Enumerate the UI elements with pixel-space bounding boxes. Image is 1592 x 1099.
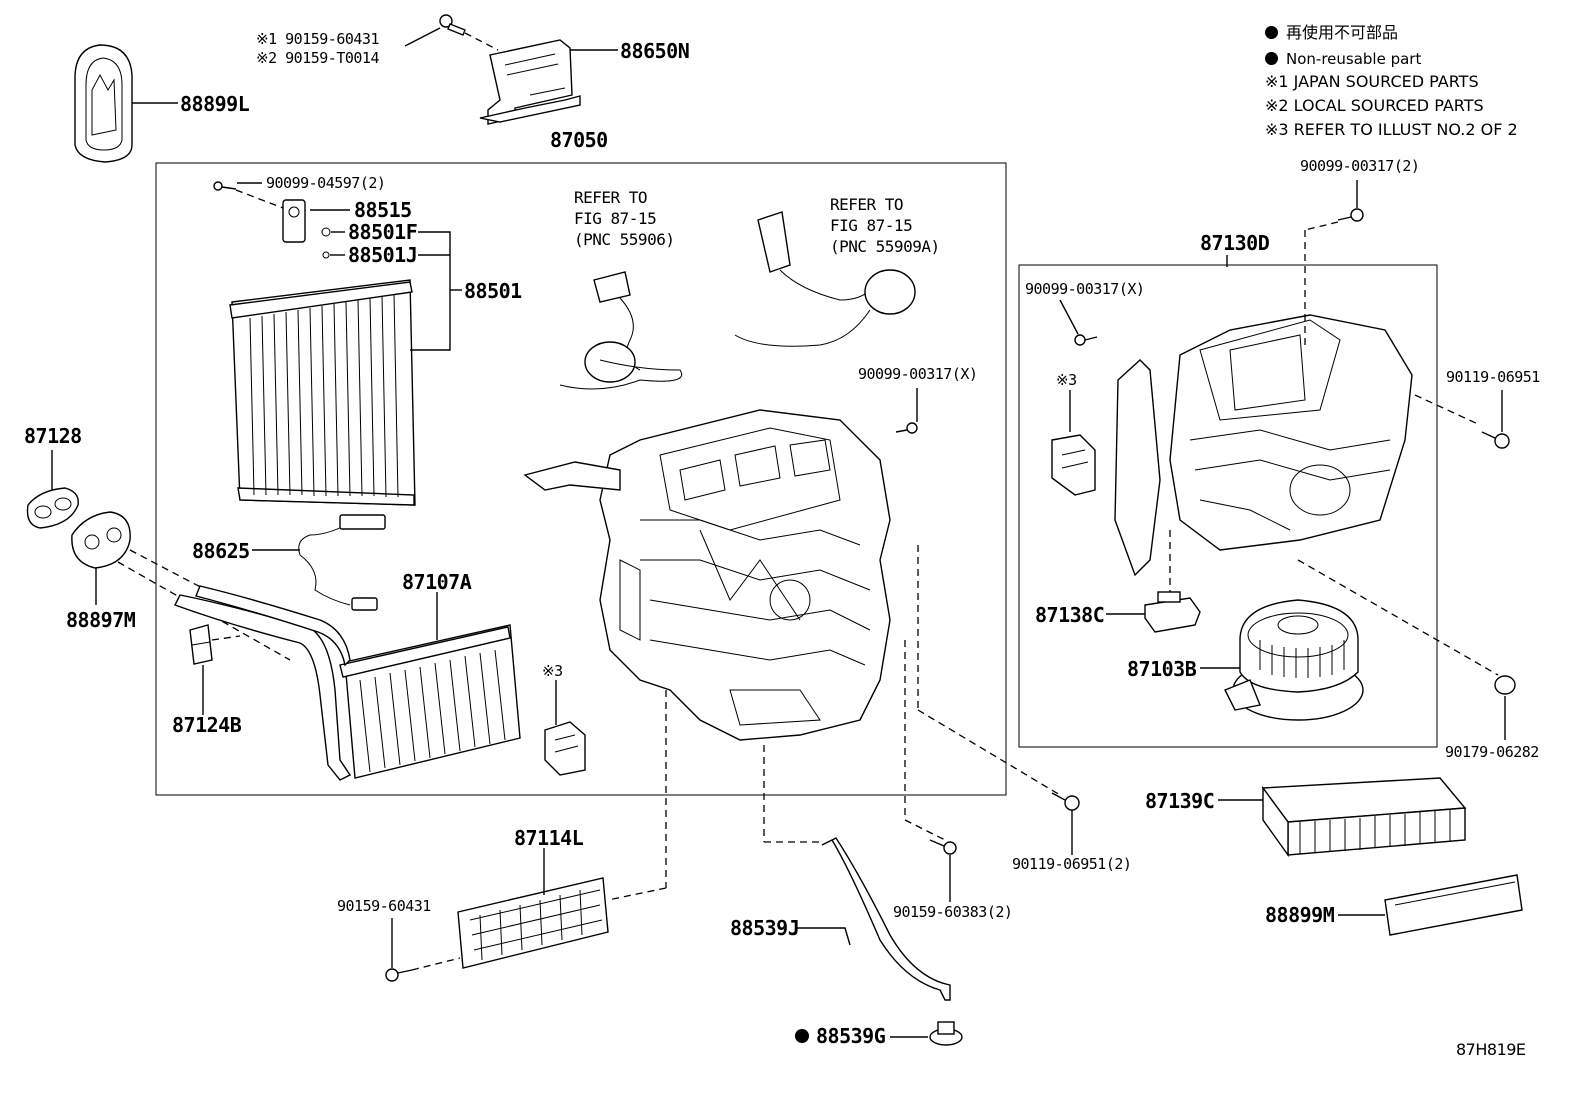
bolt-90099-04597-part: [213, 181, 237, 191]
part-label-88501[interactable]: 88501: [464, 279, 522, 303]
part-label-88539G[interactable]: 88539G: [816, 1024, 886, 1048]
part-label-87114L[interactable]: 87114L: [514, 826, 584, 850]
plug-88539G-part: [929, 1021, 963, 1046]
part-label-90099-00317-x-center[interactable]: 90099-00317(X): [858, 365, 978, 383]
screw-90119-06951-lower-part: [1051, 792, 1080, 811]
part-label-88515[interactable]: 88515: [354, 198, 412, 222]
screw-90119-06951-right-part: [1481, 431, 1510, 449]
part-label-90159-t0014-local[interactable]: ※2 90159-T0014: [256, 49, 379, 67]
legend-item-refer-illust: ※3 REFER TO ILLUST NO.2 OF 2: [1265, 120, 1518, 139]
cabin-filter-87139C-part: [1261, 777, 1467, 858]
assembly-frame-87050: [155, 162, 1007, 796]
cover-88899L-part: [74, 44, 133, 163]
screw-90159-60431-part: [439, 14, 466, 36]
heater-core-87107A-part: [174, 585, 521, 781]
harness-refer-55906: [559, 271, 683, 390]
note-3-right[interactable]: ※3: [1056, 371, 1077, 389]
legend-item-non-reusable-en: Non-reusable part: [1265, 52, 1421, 67]
refer-note-1-line3[interactable]: (PNC 55906): [574, 230, 675, 249]
drain-hose-88539J-part: [821, 837, 951, 1001]
part-label-88897M[interactable]: 88897M: [66, 608, 136, 632]
module-note3-left-part: [544, 721, 586, 776]
clip-87124B-part: [189, 624, 213, 665]
part-label-87138C[interactable]: 87138C: [1035, 603, 1105, 627]
screw-90159-60383-part: [929, 839, 957, 855]
refer-note-2-line3[interactable]: (PNC 55909A): [830, 237, 940, 256]
part-label-90159-60383[interactable]: 90159-60383(2): [893, 903, 1013, 921]
part-label-90159-60431-japan[interactable]: ※1 90159-60431: [256, 30, 379, 48]
part-label-88539J[interactable]: 88539J: [730, 916, 800, 940]
part-label-87050[interactable]: 87050: [550, 128, 608, 152]
part-label-88501J[interactable]: 88501J: [348, 243, 418, 267]
legend-item-japan-sourced: ※1 JAPAN SOURCED PARTS: [1265, 72, 1479, 91]
refer-note-2-line2[interactable]: FIG 87-15: [830, 216, 913, 235]
bracket-88650N-part: [479, 39, 581, 125]
module-note3-right-part: [1051, 434, 1096, 496]
part-label-87130D[interactable]: 87130D: [1200, 231, 1270, 255]
legend-item-non-reusable-jp: 再使用不可部品: [1265, 25, 1398, 41]
part-label-88899M[interactable]: 88899M: [1265, 903, 1335, 927]
refer-note-2-line1[interactable]: REFER TO: [830, 195, 904, 214]
part-label-87107A[interactable]: 87107A: [402, 570, 472, 594]
part-label-88650N[interactable]: 88650N: [620, 39, 690, 63]
assembly-frame-87130D: [1018, 264, 1438, 748]
part-label-90159-60431-bottom[interactable]: 90159-60431: [337, 897, 431, 915]
screw-90099-00317-x-center-part: [895, 422, 918, 434]
sensor-88625-part: [298, 514, 386, 611]
cover-88899M-part: [1384, 874, 1523, 936]
aspirator-87114L-part: [457, 877, 609, 969]
part-label-90099-00317-2[interactable]: 90099-00317(2): [1300, 157, 1420, 175]
part-label-87103B[interactable]: 87103B: [1127, 657, 1197, 681]
refer-note-1-line2[interactable]: FIG 87-15: [574, 209, 657, 228]
air-conditioning-unit-body: [523, 409, 891, 741]
screw-90099-00317-2-part: [1337, 208, 1364, 222]
diagram-code: 87H819E: [1456, 1040, 1526, 1059]
part-label-88625[interactable]: 88625: [192, 539, 250, 563]
screw-90159-60431-bottom-part: [385, 968, 413, 982]
part-label-88899L[interactable]: 88899L: [180, 92, 250, 116]
non-reusable-dot-icon: [1265, 26, 1278, 39]
part-label-87128[interactable]: 87128: [24, 424, 82, 448]
blower-case-87130D-part: [1114, 314, 1413, 577]
part-label-90099-00317-x-right[interactable]: 90099-00317(X): [1025, 280, 1145, 298]
part-label-87139C[interactable]: 87139C: [1145, 789, 1215, 813]
part-label-90179-06282[interactable]: 90179-06282: [1445, 743, 1539, 761]
valve-88515-part: [282, 199, 306, 243]
part-label-90099-04597[interactable]: 90099-04597(2): [266, 174, 386, 192]
non-reusable-dot-icon: [1265, 52, 1278, 65]
non-reusable-dot-88539G: [795, 1029, 809, 1043]
part-label-87124B[interactable]: 87124B: [172, 713, 242, 737]
part-label-90119-06951-2[interactable]: 90119-06951(2): [1012, 855, 1132, 873]
part-label-88501F[interactable]: 88501F: [348, 220, 418, 244]
part-label-90119-06951[interactable]: 90119-06951: [1446, 368, 1540, 386]
grommet-87128-part: [26, 487, 79, 529]
nut-90179-06282-part: [1494, 675, 1516, 695]
legend-item-local-sourced: ※2 LOCAL SOURCED PARTS: [1265, 96, 1484, 115]
resistor-87138C-part: [1144, 591, 1201, 633]
note-3-left[interactable]: ※3: [542, 662, 563, 680]
blower-motor-87103B-part: [1224, 599, 1364, 721]
harness-refer-55909A: [734, 211, 916, 347]
plate-88897M-part: [71, 511, 131, 569]
refer-note-1-line1[interactable]: REFER TO: [574, 188, 648, 207]
screw-90099-00317-x-right-part: [1074, 334, 1098, 346]
evaporator-88501-part: [229, 279, 416, 506]
